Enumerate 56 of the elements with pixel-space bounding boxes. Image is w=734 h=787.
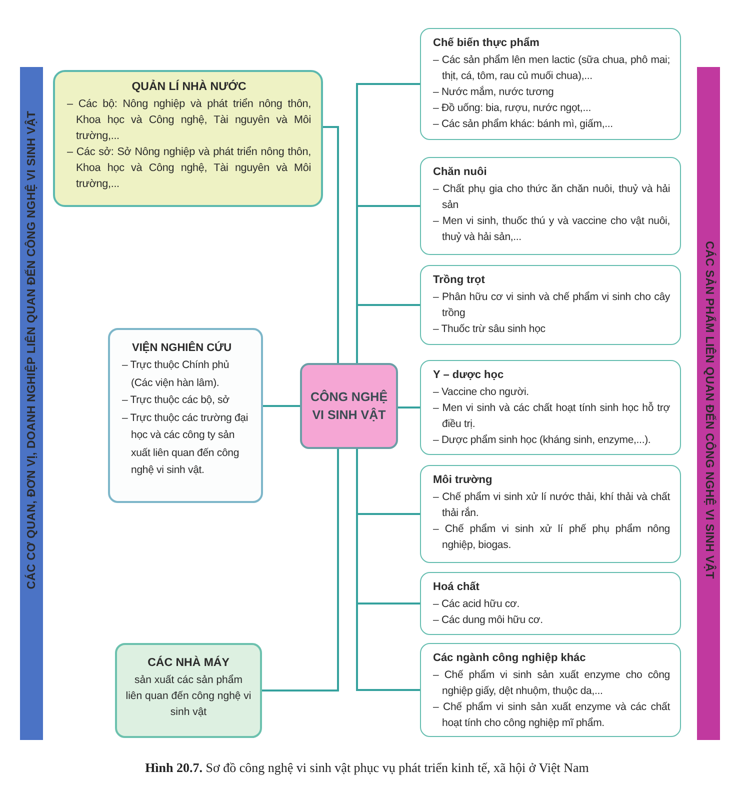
bullet-text: – Các sản phẩm khác: bánh mì, giấm,... xyxy=(433,117,614,132)
bullet-text: – Trực thuộc các bộ, sở xyxy=(122,393,230,408)
bullet-text: – Chế phẩm vi sinh xử lí phế phụ phẩm nông nghiệp, biogas. xyxy=(433,522,670,553)
bullet-text: – Chế phẩm vi sinh sản xuất enzyme cho công nghiệp giấy, dệt nhuộm, thuộc da,... xyxy=(433,668,670,699)
bullet-text: – Men vi sinh và các chất hoạt tính sinh học hỗ trợ điều trị. xyxy=(433,401,670,432)
bullet-text: – Trực thuộc các trường đại học và các công ty sản xuất liên quan đến công nghệ vi sinh vật. xyxy=(122,410,250,478)
box-heading: Hoá chất xyxy=(433,580,480,595)
box-heading: Y – dược học xyxy=(433,368,505,383)
figure-caption: Hình 20.7. Sơ đồ công nghệ vi sinh vật phục vụ phát triển kinh tế, xã hội ở Việt Nam xyxy=(145,760,589,775)
topic-box xyxy=(108,328,263,503)
bullet-text: – Các dung môi hữu cơ. xyxy=(433,613,544,628)
bullet-text: – Đồ uống: bia, rượu, nước ngọt,... xyxy=(433,101,592,116)
topic-box xyxy=(420,572,681,635)
side-band xyxy=(697,67,720,740)
bullet-text: – Chế phẩm vi sinh sản xuất enzyme và các chất hoạt tính cho công nghiệp mĩ phẩm. xyxy=(433,700,670,731)
bullet-text: – Chế phẩm vi sinh xử lí nước thải, khí thải và chất thải rắn. xyxy=(433,490,670,521)
box-heading: Trồng trọt xyxy=(433,273,486,288)
connector-line xyxy=(323,126,339,363)
bullet-text: – Các sản phẩm lên men lactic (sữa chua, phô mai; thịt, cá, tôm, rau củ muối chua),... xyxy=(433,53,670,84)
topic-box xyxy=(420,360,681,455)
bullet-text: – Trực thuộc Chính phủ (Các viện hàn lâm). xyxy=(122,358,230,390)
central-topic-label: CÔNG NGHỆ VI SINH VẬT xyxy=(309,388,389,424)
side-band xyxy=(20,67,43,740)
box-heading: Các ngành công nghiệp khác xyxy=(433,651,587,666)
bullet-text: – Dược phẩm sinh học (kháng sinh, enzyme,...). xyxy=(433,433,652,448)
box-heading: QUẢN LÍ NHÀ NƯỚC xyxy=(130,79,248,95)
bullet-text: – Các acid hữu cơ. xyxy=(433,597,521,612)
band-label: CÁC CƠ QUAN, ĐƠN VỊ, DOANH NGHIỆP LIÊN QUAN ĐẾN CÔNG NGHỆ VI SINH VẬT xyxy=(24,110,38,590)
bullet-text: – Nước mắm, nước tương xyxy=(433,84,555,100)
connector-line xyxy=(356,304,420,363)
connector-line xyxy=(262,449,339,692)
topic-box xyxy=(420,643,681,737)
box-heading: Môi trường xyxy=(433,473,494,488)
topic-box xyxy=(420,465,681,563)
box-heading: Chăn nuôi xyxy=(433,165,488,180)
topic-box xyxy=(115,643,262,738)
bullet-text: – Phân hữu cơ vi sinh và chế phẩm vi sinh cho cây trồng xyxy=(433,290,670,321)
central-topic-box xyxy=(300,363,398,449)
bullet-text: – Các bộ: Nông nghiệp và phát triển nông thôn, Khoa học và Công nghệ, Tài nguyên và Môi trường,... xyxy=(67,97,311,144)
connector-line xyxy=(356,449,420,691)
band-label: CÁC SẢN PHẨM LIÊN QUAN ĐẾN CÔNG NGHỆ VI SINH VẬT xyxy=(702,241,716,579)
body-text: sản xuất các sản phẩm liên quan đến công nghệ vi sinh vật xyxy=(125,673,252,720)
bullet-text: – Các sở: Sở Nông nghiệp và phát triển nông thôn, Khoa học và Công nghệ, Tài nguyên và Môi trường,... xyxy=(67,145,311,192)
box-heading: Chế biến thực phẩm xyxy=(433,36,540,51)
connector-line xyxy=(263,405,300,407)
bullet-text: – Men vi sinh, thuốc thú y và vaccine cho vật nuôi, thuỷ và hải sản,... xyxy=(433,214,670,245)
connector-line xyxy=(398,406,420,408)
topic-box xyxy=(420,265,681,345)
bullet-text: – Thuốc trừ sâu sinh học xyxy=(433,322,546,337)
topic-box xyxy=(420,28,681,140)
topic-box xyxy=(420,157,681,255)
bullet-text: – Vaccine cho người. xyxy=(433,385,530,400)
bullet-text: – Chất phụ gia cho thức ăn chăn nuôi, thuỷ và hải sản xyxy=(433,182,670,213)
topic-box xyxy=(53,70,323,207)
box-heading: CÁC NHÀ MÁY xyxy=(146,655,230,671)
box-heading: VIỆN NGHIÊN CỨU xyxy=(131,340,233,356)
